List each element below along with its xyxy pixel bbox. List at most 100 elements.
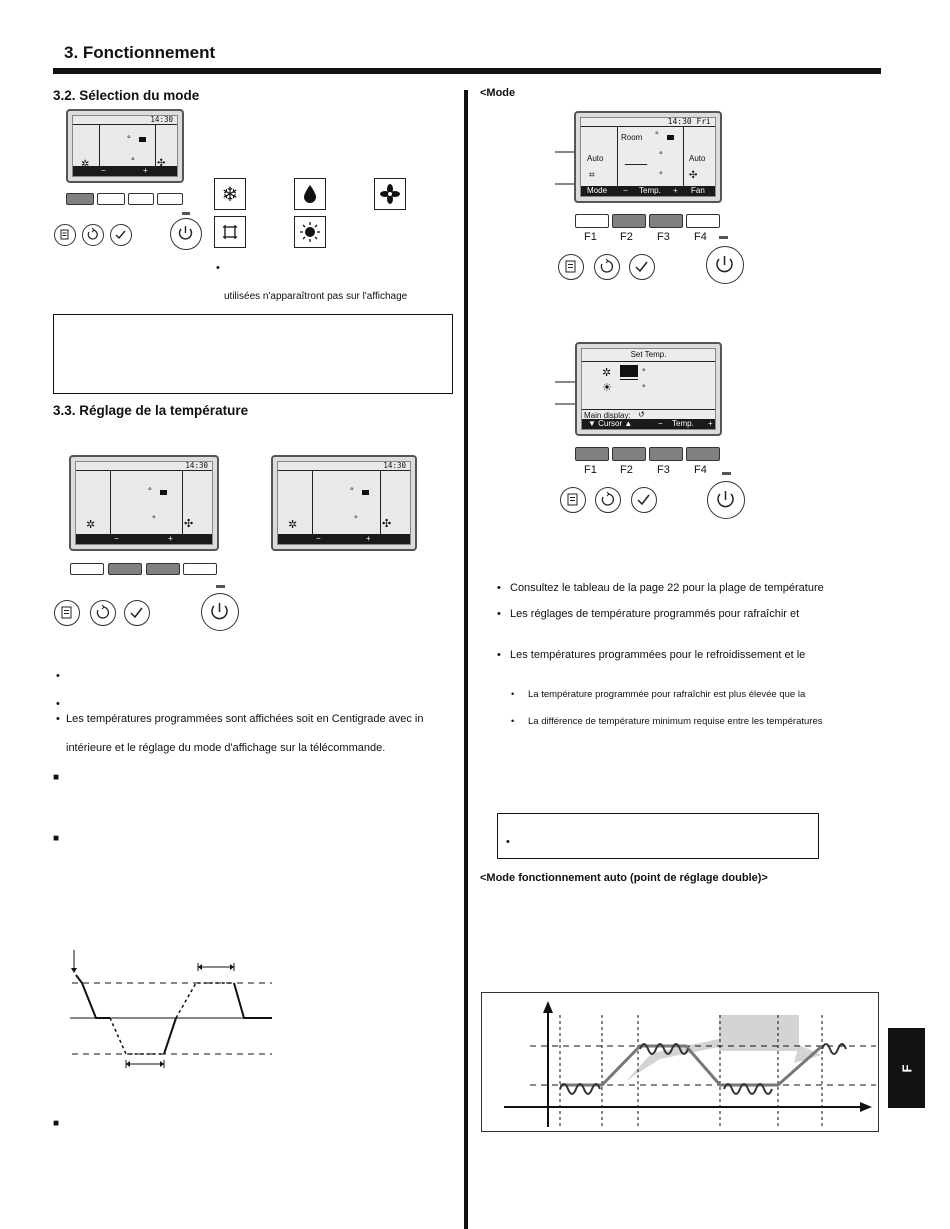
power-led xyxy=(722,472,731,475)
power-button[interactable] xyxy=(201,593,239,631)
right-bullet-2: Les réglages de température programmés p… xyxy=(510,608,800,620)
f3-button[interactable] xyxy=(146,563,180,575)
temp-bullet-3: Les températures programmées sont affich… xyxy=(66,713,424,725)
return-button[interactable] xyxy=(90,600,116,626)
f4-button[interactable] xyxy=(686,214,720,228)
fan-icon: ✣ xyxy=(157,158,166,169)
bar-plus: + xyxy=(708,419,713,428)
f2-button[interactable] xyxy=(108,563,142,575)
f1-button[interactable] xyxy=(70,563,104,575)
return-icon: ↺ xyxy=(638,410,645,419)
remote-lcd-temp-a: 14:30 ° ° ✲ ✣ −+ xyxy=(69,455,219,551)
f3-button[interactable] xyxy=(128,193,154,205)
temp-bullet-3-cont: intérieure et le réglage du mode d'affic… xyxy=(66,742,386,754)
check-icon xyxy=(637,494,650,506)
mode-note-text: utilisées n'apparaîtront pas sur l'affic… xyxy=(224,291,408,302)
f4-button[interactable] xyxy=(157,193,183,205)
fan-icon: ✣ xyxy=(184,518,194,530)
confirm-button[interactable] xyxy=(110,224,132,246)
return-button[interactable] xyxy=(82,224,104,246)
auto-left-label: Auto xyxy=(587,154,604,163)
column-divider xyxy=(464,90,468,1229)
bar-cursor: ▼ Cursor ▲ xyxy=(588,419,633,428)
bullet: • xyxy=(497,582,501,594)
f1-button[interactable] xyxy=(575,447,609,461)
f2-label: F2 xyxy=(620,464,633,476)
bar-temp: Temp. xyxy=(639,186,661,195)
f4-label: F4 xyxy=(694,231,707,243)
f1-button[interactable] xyxy=(575,214,609,228)
bar-fan: Fan xyxy=(691,186,705,195)
bar-minus: − xyxy=(623,186,628,195)
f4-button[interactable] xyxy=(686,447,720,461)
bullet-2: • xyxy=(56,698,60,710)
f2-button[interactable] xyxy=(612,447,646,461)
f2-label: F2 xyxy=(620,231,633,243)
f3-label: F3 xyxy=(657,464,670,476)
menu-button[interactable] xyxy=(558,254,584,280)
bullet: • xyxy=(497,649,501,661)
f2-button[interactable] xyxy=(97,193,125,205)
confirm-button[interactable] xyxy=(124,600,150,626)
power-button[interactable] xyxy=(170,218,202,250)
temp-value-box xyxy=(620,365,638,377)
menu-icon xyxy=(567,493,578,506)
menu-button[interactable] xyxy=(54,224,76,246)
return-icon xyxy=(601,491,614,506)
note-box: • xyxy=(497,813,819,859)
menu-button[interactable] xyxy=(54,600,80,626)
fan-icon: ✣ xyxy=(689,170,698,181)
square-marker-3: ■ xyxy=(53,1118,60,1129)
bullet: • xyxy=(511,689,515,700)
bar-temp: Temp. xyxy=(672,419,694,428)
auto-mode-icon xyxy=(214,216,246,248)
bar-minus: − xyxy=(658,419,663,428)
f2-button[interactable] xyxy=(612,214,646,228)
power-icon xyxy=(716,256,733,273)
bar-mode: Mode xyxy=(587,186,608,195)
auto-mode-icon: ⌗ xyxy=(589,170,595,181)
f4-label: F4 xyxy=(694,464,707,476)
f1-label: F1 xyxy=(584,231,597,243)
confirm-button[interactable] xyxy=(631,487,657,513)
set-temp-title: Set Temp. xyxy=(630,350,667,359)
remote-lcd-mode: 14:30 ° ° ✲ ✣ −+ xyxy=(66,109,184,183)
mode-heading: <Mode xyxy=(480,87,516,99)
note-bullet: • xyxy=(506,836,510,848)
f3-label: F3 xyxy=(657,231,670,243)
f4-button[interactable] xyxy=(183,563,217,575)
confirm-button[interactable] xyxy=(629,254,655,280)
fan-mode-icon xyxy=(374,178,406,210)
remote-lcd-set-temp: Set Temp. ✲ ° ☀ ° Main display: ↺ ▼ Curs… xyxy=(575,342,722,436)
return-button[interactable] xyxy=(595,487,621,513)
header-rule xyxy=(53,68,881,74)
bullet-1: • xyxy=(56,670,60,682)
f3-button[interactable] xyxy=(649,447,683,461)
remote-lcd-temp-b: 14:30 ° ° ✲ ✣ −+ xyxy=(271,455,417,551)
power-button[interactable] xyxy=(706,246,744,284)
power-led xyxy=(719,236,728,239)
return-icon xyxy=(87,227,98,240)
return-button[interactable] xyxy=(594,254,620,280)
square-marker-1: ■ xyxy=(53,772,60,783)
return-icon xyxy=(600,258,613,273)
side-tab-label: F xyxy=(898,1064,914,1072)
f1-button[interactable] xyxy=(66,193,94,205)
check-icon xyxy=(130,607,143,619)
section-3-3-title: 3.3. Réglage de la température xyxy=(53,403,249,418)
menu-button[interactable] xyxy=(560,487,586,513)
right-sub-bullet-1: La température programmée pour rafraîchi… xyxy=(528,689,806,700)
menu-icon xyxy=(565,260,576,273)
menu-icon xyxy=(61,606,72,619)
snowflake-icon: ✲ xyxy=(288,519,298,531)
menu-icon xyxy=(60,229,69,240)
right-bullet-1: Consultez le tableau de la page 22 pour … xyxy=(510,582,824,594)
temp-change-diagram xyxy=(70,950,272,1068)
auto-mode-heading: <Mode fonctionnement auto (point de régl… xyxy=(480,872,768,884)
f3-button[interactable] xyxy=(649,214,683,228)
auto-mode-diagram xyxy=(481,992,879,1132)
power-button[interactable] xyxy=(707,481,745,519)
check-icon xyxy=(115,230,126,240)
main-display-label: Main display: xyxy=(584,411,631,420)
return-icon xyxy=(96,604,109,619)
